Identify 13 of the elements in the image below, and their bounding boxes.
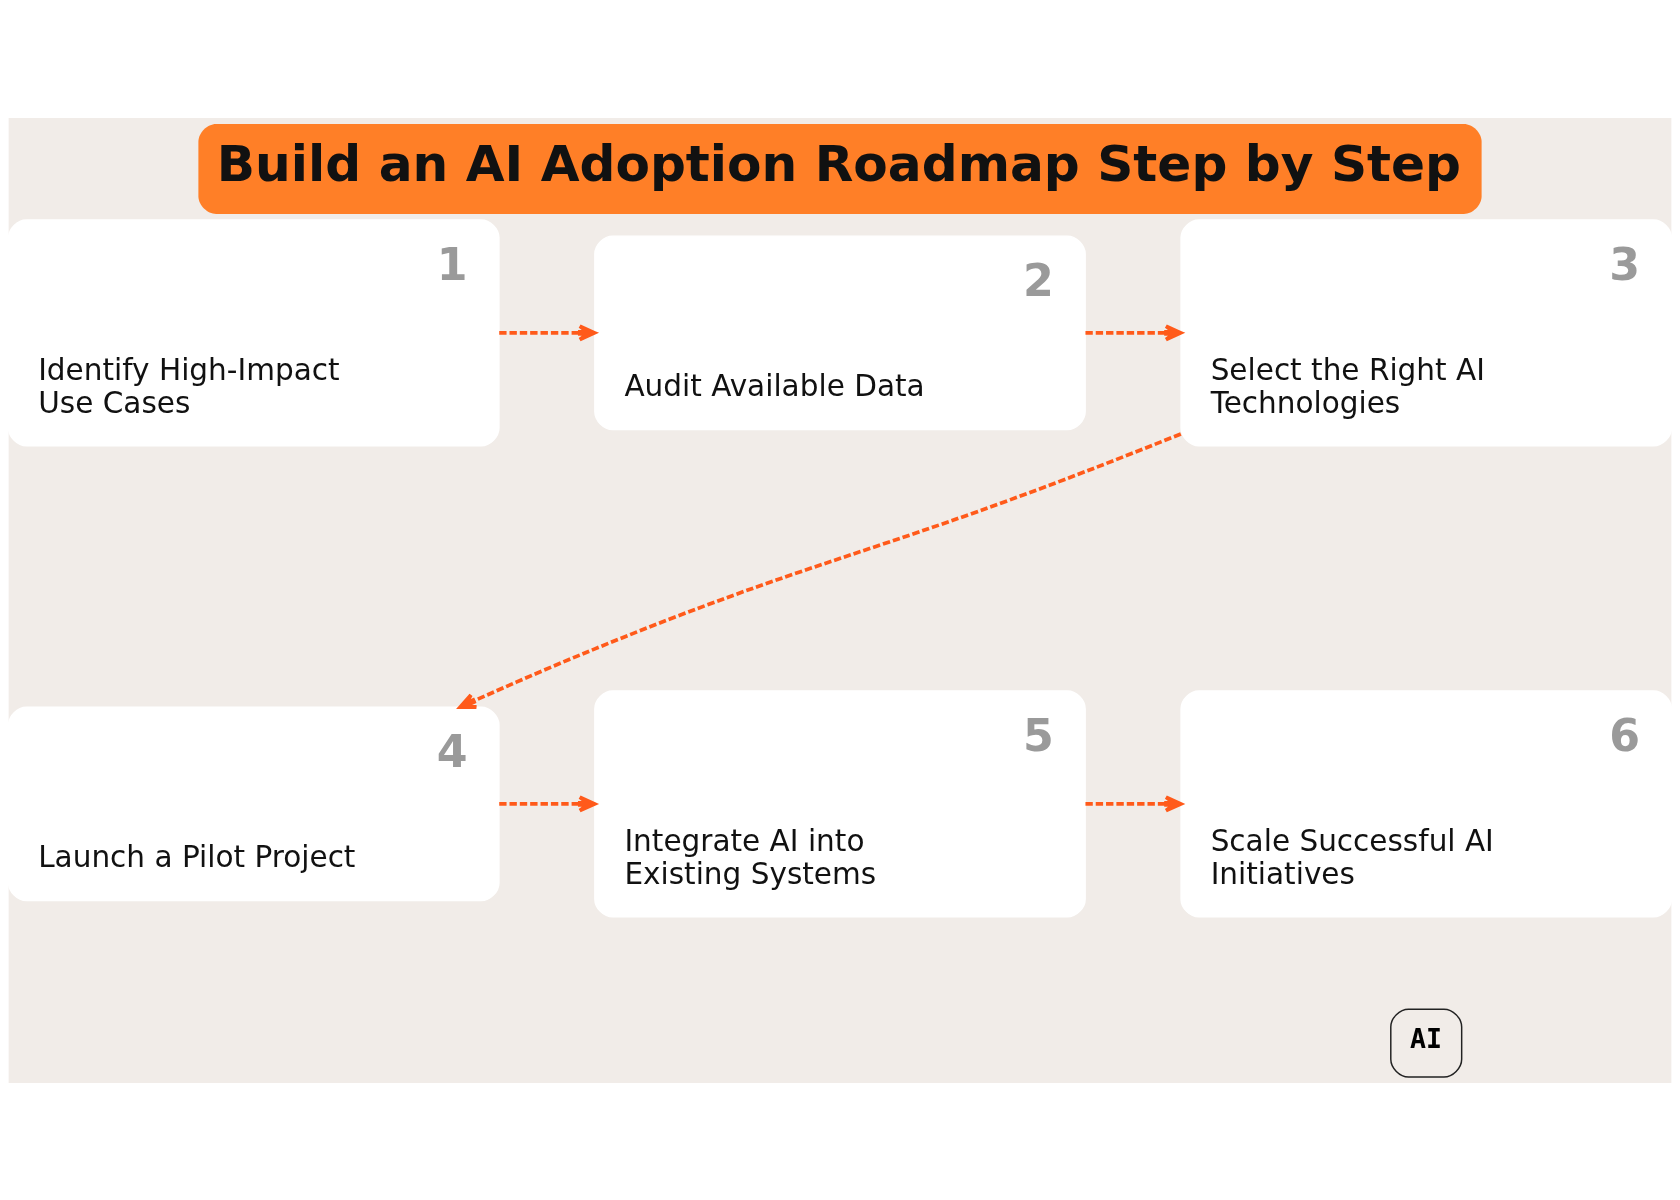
node-box: 6 Scale Successful AI Initiatives <box>1180 689 1672 918</box>
node-box: 1 Identify High-Impact Use Cases <box>8 218 500 447</box>
arrow <box>1085 794 1183 812</box>
node-box: 2 Audit Available Data <box>594 234 1086 430</box>
diagram-title: Build an AI Adoption Roadmap Step by Step <box>216 133 1461 193</box>
arrow <box>458 431 1182 709</box>
arrow <box>499 794 597 812</box>
arrow <box>499 323 597 341</box>
node-box: 4 Launch a Pilot Project <box>8 705 500 901</box>
node-box: 3 Select the Right AI Technologies <box>1180 218 1672 447</box>
label: AI <box>1409 1022 1442 1054</box>
node-box: 5 Integrate AI into Existing Systems <box>594 689 1086 918</box>
arrow <box>1085 323 1183 341</box>
